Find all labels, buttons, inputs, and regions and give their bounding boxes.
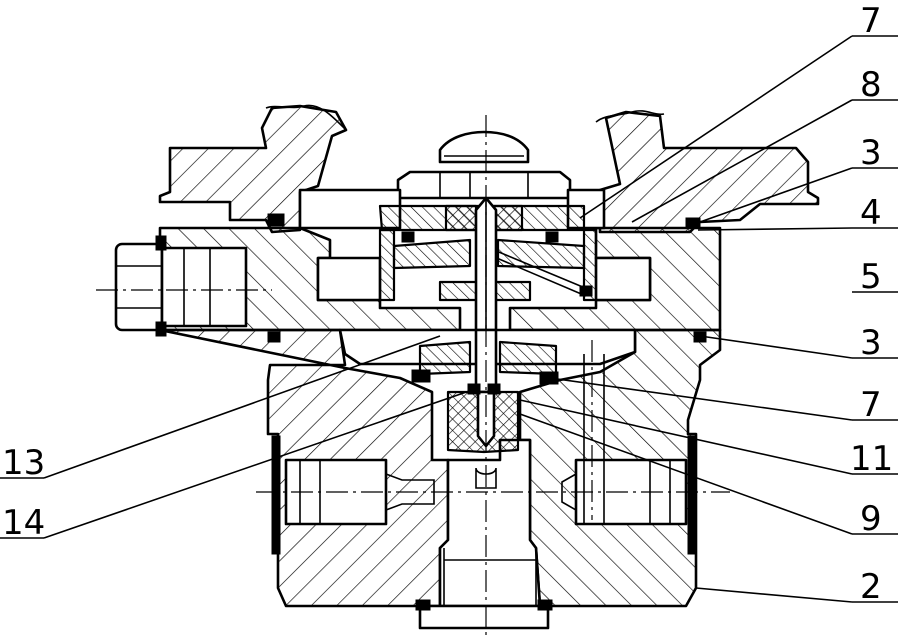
part-labels: 7 8 3 4 5 3 7 11 9 2 13 14 — [2, 1, 893, 607]
label-11: 11 — [850, 439, 893, 479]
top-cap — [298, 130, 606, 230]
centerlines — [96, 115, 730, 639]
label-9: 9 — [860, 499, 882, 539]
valve-stem — [446, 196, 520, 489]
label-3-bottom: 3 — [860, 323, 882, 363]
label-5: 5 — [860, 257, 882, 297]
label-7-top: 7 — [860, 1, 882, 41]
label-3-top: 3 — [860, 133, 882, 173]
bottom-fitting — [415, 548, 553, 630]
left-bolt — [114, 235, 248, 337]
leader-lines — [0, 35, 898, 603]
label-2: 2 — [860, 567, 882, 607]
label-4: 4 — [860, 193, 882, 233]
label-8: 8 — [860, 65, 882, 105]
label-13: 13 — [2, 443, 45, 483]
label-7-bottom: 7 — [860, 385, 882, 425]
label-14: 14 — [2, 503, 45, 543]
